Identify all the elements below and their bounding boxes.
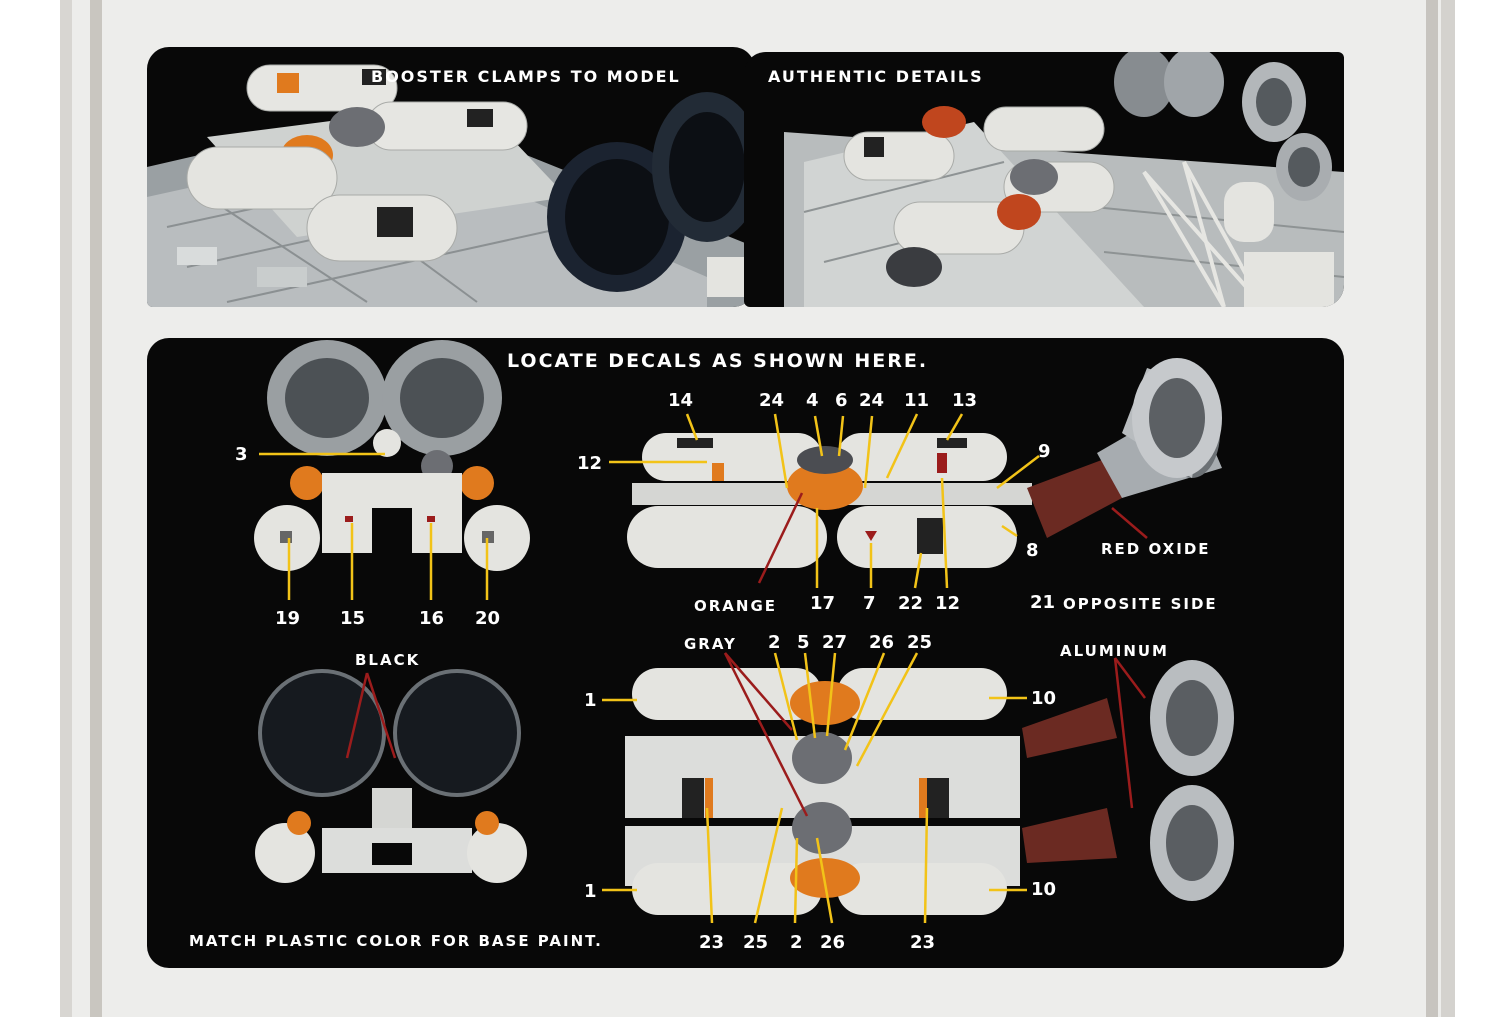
decal-number: 21 [1030,592,1056,613]
decal-number: 26 [869,632,895,653]
box-right-edge [1426,0,1438,1017]
booster-clamps-photo [147,64,755,307]
decal-number: 9 [1038,441,1051,462]
front-view-diagram [254,340,530,571]
decal-number: 22 [898,593,924,614]
decal-number: 17 [810,593,836,614]
decal-number: 16 [419,608,445,629]
panel-title: BOOSTER CLAMPS TO MODEL [371,67,681,86]
decal-number: 25 [907,632,933,653]
decal-number: 23 [699,932,725,953]
gray-color-label: GRAY [684,635,737,653]
decal-number: 4 [806,390,819,411]
decal-guide-diagram [254,340,1234,924]
decal-number: 2 [790,932,803,953]
decal-number: 20 [475,608,501,629]
decal-number: 6 [835,390,848,411]
decal-number: 2 [768,632,781,653]
side-view-diagram [627,358,1222,568]
booster-clamps-panel: BOOSTER CLAMPS TO MODEL [147,47,755,307]
authentic-details-panel: AUTHENTIC DETAILS [744,52,1344,307]
decal-number: 24 [759,390,785,411]
decal-number: 23 [910,932,936,953]
decal-number: 15 [340,608,366,629]
top-view-diagram [625,660,1234,915]
decal-number: 1 [584,690,597,711]
decal-number: 12 [577,453,603,474]
panel-title: AUTHENTIC DETAILS [768,67,984,86]
authentic-details-photo [784,52,1344,307]
decal-number: 10 [1031,688,1057,709]
decal-number: 19 [275,608,301,629]
decal-number: 26 [820,932,846,953]
decal-number: 24 [859,390,885,411]
base-paint-note: MATCH PLASTIC COLOR FOR BASE PAINT. [189,932,603,950]
decal-number: 12 [935,593,961,614]
decal-number: 3 [235,444,248,465]
decal-number: 25 [743,932,769,953]
decal-number: 14 [668,390,694,411]
decal-number: 7 [863,593,876,614]
rear-view-diagram [255,669,527,883]
decal-number: 8 [1026,540,1039,561]
black-color-label: BLACK [355,651,421,669]
decal-number: 11 [904,390,930,411]
decal-number: 5 [797,632,810,653]
decal-number: 27 [822,632,848,653]
box-left-edge [90,0,102,1017]
decal-guide-panel: LOCATE DECALS AS SHOWN HERE. 3 19 15 16 … [147,338,1344,968]
opposite-side-note: OPPOSITE SIDE [1063,595,1218,613]
decal-guide-title: LOCATE DECALS AS SHOWN HERE. [507,350,929,372]
decal-number: 13 [952,390,978,411]
decal-number: 10 [1031,879,1057,900]
orange-color-label: ORANGE [694,597,778,615]
aluminum-color-label: ALUMINUM [1060,642,1169,660]
red-oxide-color-label: RED OXIDE [1101,540,1211,558]
decal-number: 1 [584,881,597,902]
